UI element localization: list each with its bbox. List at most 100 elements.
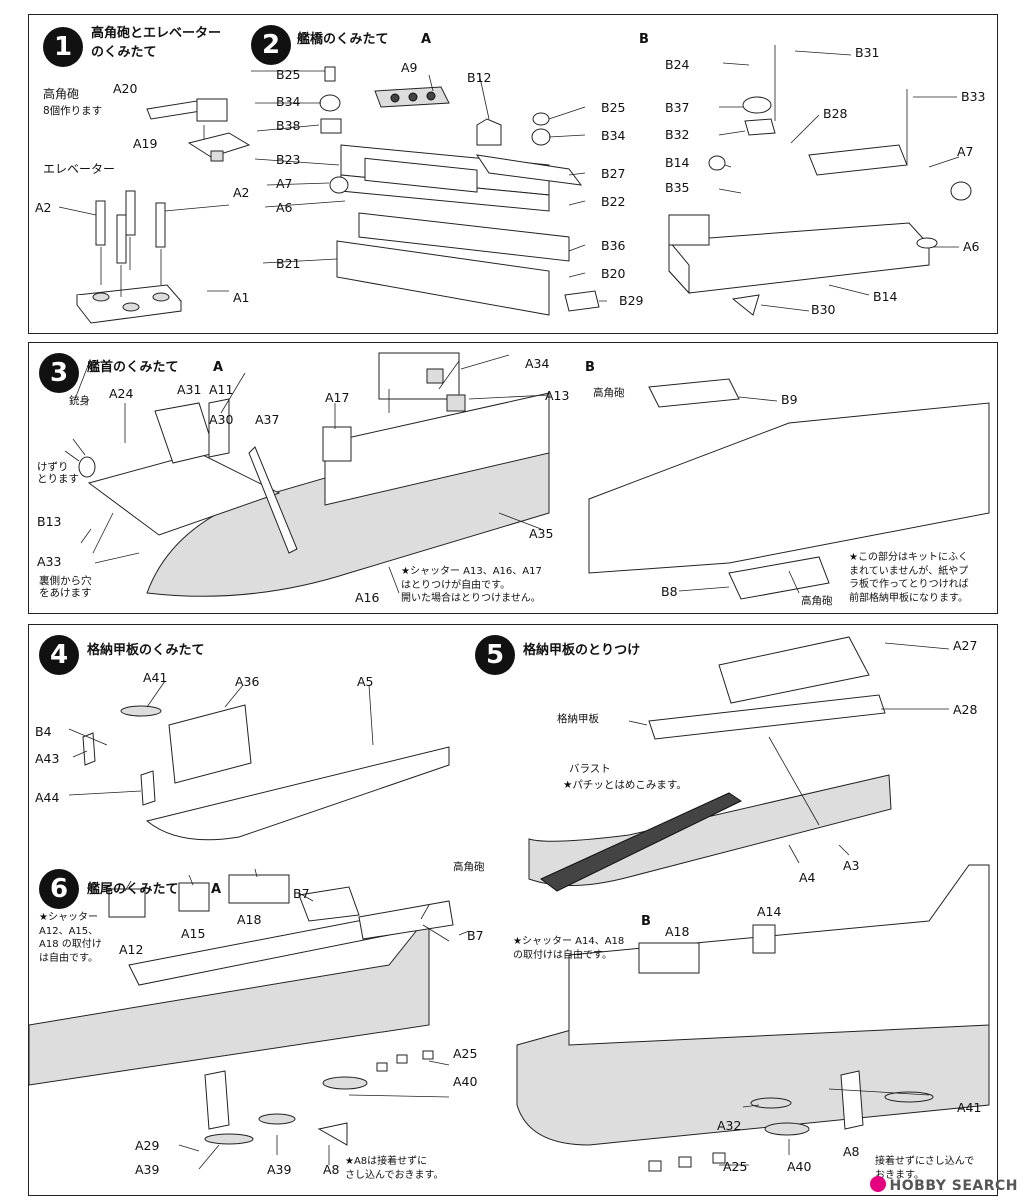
- part-b24: B24: [665, 57, 690, 72]
- part-a6: A6: [276, 200, 293, 215]
- part-a8: A8: [323, 1162, 340, 1177]
- part-b20: B20: [601, 266, 626, 281]
- part-a29: A29: [135, 1138, 160, 1153]
- step-3-number: 3: [39, 353, 79, 393]
- part-a2-right: A2: [233, 185, 250, 200]
- deck-label: 格納甲板: [557, 713, 599, 725]
- part-a15: A15: [181, 926, 206, 941]
- part-b36: B36: [601, 238, 626, 253]
- step-2-sub-b: B: [639, 32, 649, 47]
- part-b9: B9: [781, 392, 798, 407]
- part-a30: A30: [209, 412, 234, 427]
- watermark: HOBBY SEARCH: [869, 1176, 1018, 1194]
- panel-step-3: 3 艦首のくみたて A B 銃身 けずり とります 裏側から穴 をあけます ★シ…: [28, 342, 998, 614]
- part-a44: A44: [35, 790, 60, 805]
- watermark-text: HOBBY SEARCH: [889, 1178, 1018, 1194]
- gun-label-3b: 高角砲: [801, 595, 833, 607]
- part-b21: B21: [276, 256, 301, 271]
- part-a8-b: A8: [843, 1144, 860, 1159]
- part-a34: A34: [525, 356, 550, 371]
- step-2-title: 艦橋のくみたて: [297, 32, 389, 47]
- part-a4: A4: [799, 870, 816, 885]
- part-b12: B12: [467, 70, 492, 85]
- part-b37: B37: [665, 100, 690, 115]
- part-b7: B7: [293, 886, 310, 901]
- step-4-title: 格納甲板のくみたて: [87, 643, 205, 658]
- part-b34-right: B34: [601, 128, 626, 143]
- step-6-title: 艦尾のくみたて: [87, 882, 179, 897]
- part-a32: A32: [717, 1118, 742, 1133]
- gun-label: 高角砲: [43, 87, 80, 101]
- part-a40-b: A40: [787, 1159, 812, 1174]
- part-a3: A3: [843, 858, 860, 873]
- part-a19: A19: [133, 136, 158, 151]
- part-b4: B4: [35, 724, 52, 739]
- part-a43: A43: [35, 751, 60, 766]
- shutter-note-3: ★シャッター A13、A16、A17 はとりつけが自由です。 開いた場合はとりつ…: [401, 566, 542, 604]
- hole-note: 裏側から穴 をあけます: [39, 575, 92, 600]
- part-a5: A5: [357, 674, 374, 689]
- watermark-logo-icon: [869, 1176, 886, 1192]
- shutter-note-6a: ★シャッター A12、A15、 A18 の取付け は自由です。: [39, 912, 102, 964]
- part-a20: A20: [113, 81, 138, 96]
- part-a18-b: A18: [665, 924, 690, 939]
- part-a17: A17: [325, 390, 350, 405]
- step-5-title: 格納甲板のとりつけ: [523, 643, 641, 658]
- part-a14: A14: [757, 904, 782, 919]
- part-a7: A7: [276, 176, 293, 191]
- step-2-number: 2: [251, 25, 291, 65]
- part-a13: A13: [545, 388, 570, 403]
- step-1-title-line1: 高角砲とエレベーター: [91, 26, 222, 41]
- scrape-note: けずり とります: [37, 461, 79, 486]
- panel-steps-1-2: 1 高角砲とエレベーター のくみたて 高角砲 8個作ります エレベーター A20…: [28, 14, 998, 334]
- gun-qty: 8個作ります: [43, 105, 103, 117]
- part-a16: A16: [355, 590, 380, 605]
- part-a7-b: A7: [957, 144, 974, 159]
- part-a39-b: A39: [267, 1162, 292, 1177]
- part-a35: A35: [529, 526, 554, 541]
- part-a28: A28: [953, 702, 978, 717]
- gun-label-6: 高角砲: [453, 861, 485, 873]
- barrel-label: 銃身: [69, 395, 90, 407]
- gun-label-3a: 高角砲: [593, 387, 625, 399]
- part-b38: B38: [276, 118, 301, 133]
- part-b34: B34: [276, 94, 301, 109]
- part-a33: A33: [37, 554, 62, 569]
- step-1-number: 1: [43, 27, 83, 67]
- part-b30: B30: [811, 302, 836, 317]
- part-a36: A36: [235, 674, 260, 689]
- part-b29: B29: [619, 293, 644, 308]
- part-b28: B28: [823, 106, 848, 121]
- part-b25: B25: [276, 67, 301, 82]
- part-b14: B14: [665, 155, 690, 170]
- ballast-label: バラスト: [569, 763, 611, 775]
- part-b22: B22: [601, 194, 626, 209]
- step-1-title-line2: のくみたて: [91, 45, 157, 60]
- part-b31: B31: [855, 45, 880, 60]
- part-a9: A9: [401, 60, 418, 75]
- kit-note: ★この部分はキットにふく まれていませんが、紙やプ ラ板で作ってとりつければ 前…: [849, 552, 969, 604]
- part-a12: A12: [119, 942, 144, 957]
- insert-note: 接着せずにさし込んで おきます。: [875, 1156, 975, 1181]
- part-a41-b: A41: [957, 1100, 982, 1115]
- part-a25-b: A25: [723, 1159, 748, 1174]
- step-2-sub-a: A: [421, 32, 432, 47]
- step-5-number: 5: [475, 635, 515, 675]
- step-6-sub-b: B: [641, 914, 651, 929]
- step-6-number: 6: [39, 869, 79, 909]
- part-a25: A25: [453, 1046, 478, 1061]
- part-b14-b: B14: [873, 289, 898, 304]
- part-b27: B27: [601, 166, 626, 181]
- step-4-number: 4: [39, 635, 79, 675]
- part-a11: A11: [209, 382, 234, 397]
- panel-3-drawing: [64, 352, 990, 600]
- step-3-title: 艦首のくみたて: [87, 360, 179, 375]
- elevator-label: エレベーター: [43, 162, 116, 176]
- part-a1: A1: [233, 290, 250, 305]
- part-b13: B13: [37, 514, 62, 529]
- part-a27: A27: [953, 638, 978, 653]
- panel-steps-4-6: 4 格納甲板のくみたて A41 A36 A5 B4 A43 A44 5 格納甲板…: [28, 624, 998, 1196]
- part-b8: B8: [661, 584, 678, 599]
- part-b7-right: B7: [467, 928, 484, 943]
- part-a31: A31: [177, 382, 202, 397]
